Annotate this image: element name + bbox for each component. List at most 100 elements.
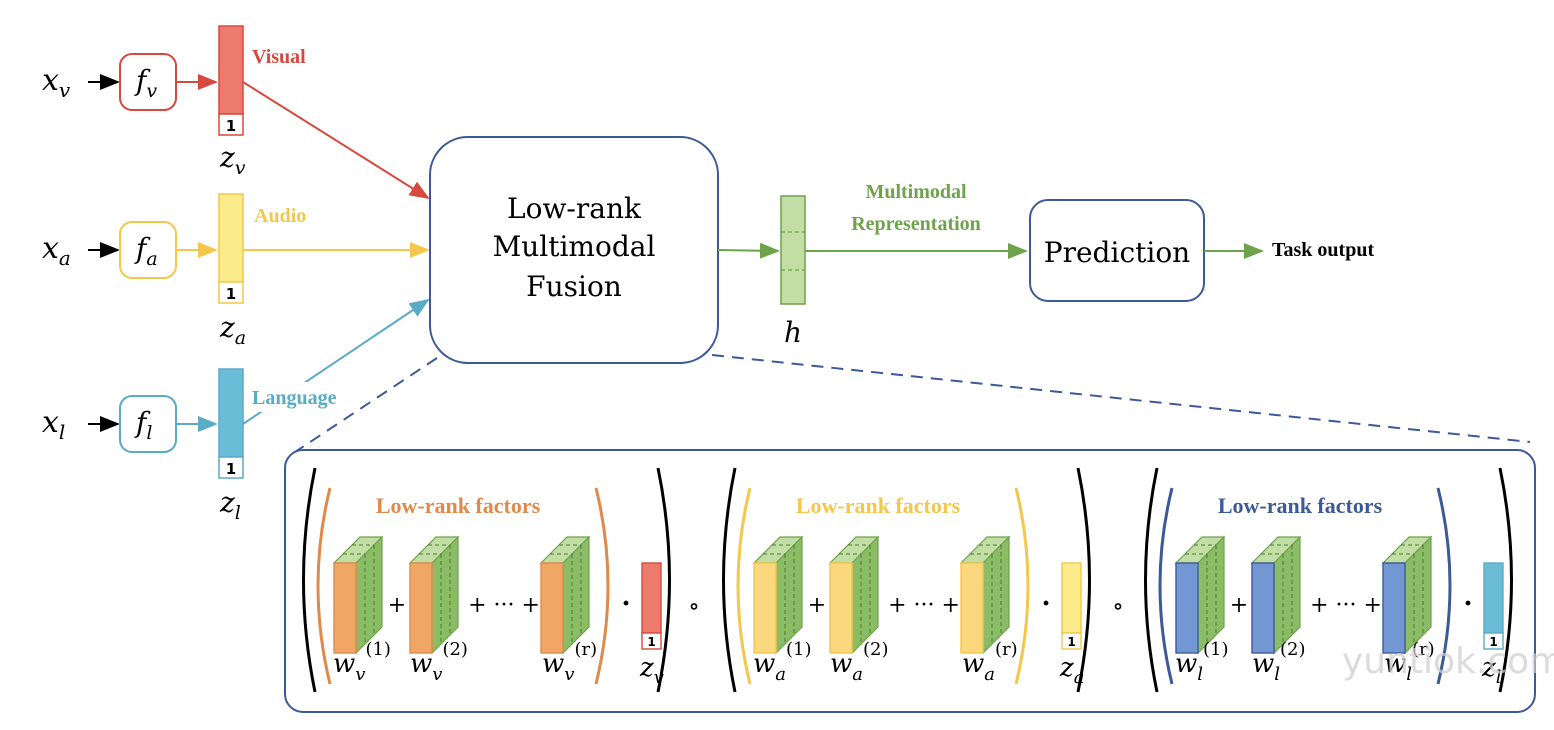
group-2-factor-2-front xyxy=(829,562,853,654)
group-2-z-one: 1 xyxy=(1067,635,1075,649)
group-2-ring-left xyxy=(736,487,752,685)
group-1-factor-r xyxy=(539,535,591,655)
factor-group-2: Low-rank factors + + ··· + · wa(1) wa(2) wa(r)… xyxy=(722,467,1091,693)
group-1-plus: + xyxy=(388,593,406,618)
z-v-one-cell xyxy=(218,113,244,136)
group-2-z-vector xyxy=(1061,562,1082,634)
z-a-one-cell xyxy=(218,281,244,304)
language-label-bg xyxy=(248,382,368,412)
audio-label: Audio xyxy=(254,205,306,227)
group-1-wr-label: wv(r) xyxy=(542,639,597,685)
group-1-paren-left xyxy=(302,467,317,693)
group-2-ring-right xyxy=(1014,487,1030,685)
language-label: Language xyxy=(252,387,337,409)
hadamard-op-1: ∘ xyxy=(688,592,700,620)
task-output-label: Task output xyxy=(1272,239,1374,261)
fusion-line-1: Low-rank xyxy=(507,192,642,225)
group-3-w1-label: wl(1) xyxy=(1175,639,1229,685)
fusion-block: Low-rank Multimodal Fusion xyxy=(429,136,719,364)
group-2-paren-left xyxy=(722,467,737,693)
factor-groups: Low-rank factors++ ··· +·wv(1)wv(2)wv(r)… xyxy=(302,467,1513,693)
group-2-factor-2 xyxy=(828,535,880,655)
group-3-ring-left xyxy=(1158,487,1174,685)
group-2-paren-right xyxy=(1076,467,1091,693)
group-3-plus: + xyxy=(1230,593,1248,618)
z-a-one: 1 xyxy=(226,285,236,303)
group-1-ring-right xyxy=(594,487,610,685)
group-3-paren-left xyxy=(1144,467,1159,693)
zoom-line-left xyxy=(294,357,438,453)
group-3-title: Low-rank factors xyxy=(1218,493,1383,518)
representation-line-1: Multimodal xyxy=(865,181,967,203)
group-2-factor-r-front xyxy=(960,562,984,654)
z-v-vector xyxy=(218,25,244,115)
group-3-z-one-cell xyxy=(1483,632,1504,650)
group-2-title: Low-rank factors xyxy=(796,493,961,518)
x-a-label: xa xyxy=(42,231,71,270)
representation-line-2: Representation xyxy=(851,213,981,235)
h-label: h xyxy=(784,316,802,349)
language-row: xl fl 1 Language zl xyxy=(42,298,430,524)
group-3-paren-right xyxy=(1498,467,1513,693)
group-2-w2-label: wa(2) xyxy=(830,639,889,685)
z-l-label: zl xyxy=(219,486,241,524)
group-1-title: Low-rank factors xyxy=(376,493,541,518)
group-3-w2-label: wl(2) xyxy=(1252,639,1306,685)
group-3-dot-op: · xyxy=(1463,589,1472,619)
group-1-factor-1-front xyxy=(333,562,357,654)
group-1-paren-right xyxy=(656,467,671,693)
group-3-ring-right xyxy=(1436,487,1452,685)
group-2-dot-op: · xyxy=(1041,589,1050,619)
group-2-z-one-cell xyxy=(1061,632,1082,650)
group-2-ellipsis: + ··· + xyxy=(888,593,960,618)
visual-to-fusion-arrow xyxy=(242,81,430,200)
group-3-factor-1-front xyxy=(1175,562,1199,654)
group-2-factor-r xyxy=(959,535,1011,655)
h-vector: h xyxy=(780,195,806,349)
z-a-vector xyxy=(218,193,244,283)
audio-row: xa fa 1 Audio za xyxy=(42,193,430,349)
visual-row: xv fv 1 Visual zv xyxy=(42,25,430,200)
z-a-label: za xyxy=(219,311,246,349)
fusion-line-3: Fusion xyxy=(526,270,622,303)
group-3-z-vector xyxy=(1483,562,1504,634)
prediction-label: Prediction xyxy=(1044,236,1190,269)
factor-group-1: Low-rank factors++ ··· +·wv(1)wv(2)wv(r)… xyxy=(302,467,671,693)
group-1-factor-1 xyxy=(332,535,384,655)
group-2-w1-label: wa(1) xyxy=(753,639,812,685)
visual-label: Visual xyxy=(252,46,306,68)
group-1-w1-label: wv(1) xyxy=(333,639,391,685)
group-2-plus: + xyxy=(808,593,826,618)
group-1-factor-2 xyxy=(408,535,460,655)
z-l-vector xyxy=(218,368,244,458)
zoom-line-right xyxy=(711,354,1531,443)
group-1-z-one: 1 xyxy=(647,635,655,649)
factor-group-3: Low-rank factors + + ··· + · wl(1) wl(2) wl(r)… xyxy=(1144,467,1513,693)
group-1-z-vector xyxy=(641,562,662,634)
group-3-factor-2 xyxy=(1250,535,1302,655)
group-2-factor-1 xyxy=(752,535,804,655)
group-3-factor-r-front xyxy=(1382,562,1406,654)
group-3-factor-1 xyxy=(1174,535,1226,655)
group-3-z-one: 1 xyxy=(1489,635,1497,649)
group-3-ellipsis: + ··· + xyxy=(1310,593,1382,618)
group-1-z-one-cell xyxy=(641,632,662,650)
group-3-wr-label: wl(r) xyxy=(1384,639,1435,685)
watermark: yuntiok.com xyxy=(1342,641,1554,682)
group-2-factor-1-front xyxy=(753,562,777,654)
group-1-ellipsis: + ··· + xyxy=(468,593,540,618)
z-v-label: zv xyxy=(219,141,246,179)
hadamard-op-2: ∘ xyxy=(1112,592,1124,620)
group-1-factor-2-front xyxy=(409,562,433,654)
group-3-z-label: zl xyxy=(1481,653,1502,688)
x-l-label: xl xyxy=(42,405,65,444)
group-1-ring-left xyxy=(316,487,332,685)
group-2-wr-label: wa(r) xyxy=(962,639,1018,685)
group-3-factor-r xyxy=(1381,535,1433,655)
fusion-to-h-arrow xyxy=(717,242,780,259)
x-v-label: xv xyxy=(42,63,71,102)
group-1-factor-r-front xyxy=(540,562,564,654)
group-1-dot-op: · xyxy=(621,589,630,619)
fusion-line-2: Multimodal xyxy=(493,230,656,263)
